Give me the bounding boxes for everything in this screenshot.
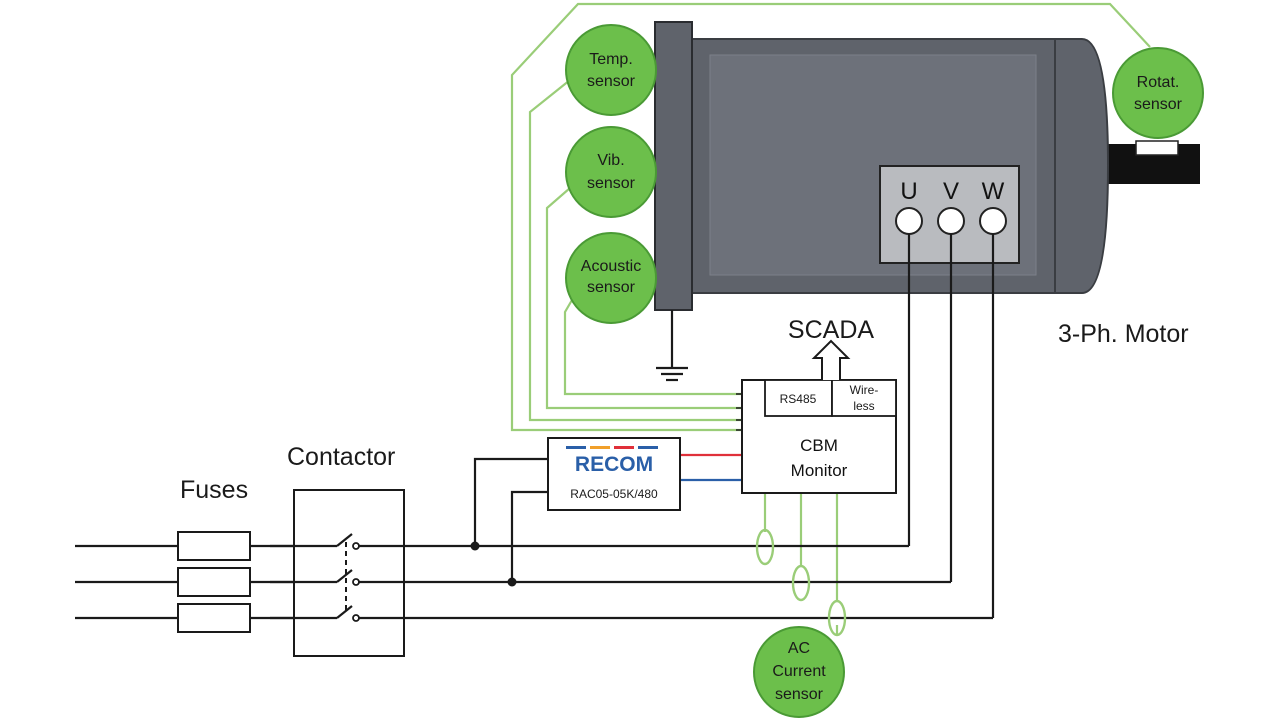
- terminal-u: [895, 207, 923, 235]
- power-supply: RECOM RAC05-05K/480: [547, 437, 681, 511]
- terminal-u-label: U: [900, 178, 917, 205]
- fuses-label: Fuses: [180, 476, 248, 504]
- motor: U V W: [654, 21, 1200, 311]
- rotat-sensor-label-2: sensor: [1134, 96, 1183, 113]
- terminal-v: [937, 207, 965, 235]
- acoustic-sensor: Acoustic sensor: [565, 232, 657, 324]
- scada-label: SCADA: [788, 316, 874, 344]
- sensor-signal-wires: [510, 2, 1151, 636]
- contactor: Contactor: [270, 443, 405, 657]
- fuse: [177, 531, 251, 561]
- vib-sensor-label-1: Vib.: [597, 152, 624, 169]
- wireless-label-line1: Wire-: [850, 383, 879, 397]
- acoustic-sensor-circle: [565, 232, 657, 324]
- acoustic-sensor-label-1: Acoustic: [581, 258, 641, 275]
- terminal-v-label: V: [943, 178, 959, 205]
- motor-end-cap: [1054, 38, 1110, 294]
- motor-flange: [654, 21, 693, 311]
- rs485-label: RS485: [780, 392, 817, 406]
- vib-sensor: Vib. sensor: [565, 126, 657, 218]
- cbm-monitor-title-line2: Monitor: [791, 461, 848, 480]
- contactor-label: Contactor: [287, 443, 395, 471]
- current-clamp: [827, 599, 847, 637]
- rotat-sensor-label-1: Rotat.: [1137, 74, 1180, 91]
- scada-arrow-icon: [811, 339, 851, 380]
- rotat-sensor-wire: [510, 2, 1151, 432]
- temp-sensor: Temp. sensor: [565, 24, 657, 116]
- temp-sensor-label-1: Temp.: [589, 51, 633, 68]
- temp-sensor-label-2: sensor: [587, 73, 636, 90]
- wireless-label-line2: less: [853, 399, 874, 413]
- terminal-w: [979, 207, 1007, 235]
- recom-logo-text: RECOM: [575, 453, 653, 476]
- current-sensor-label-1: AC: [788, 640, 810, 657]
- acoustic-sensor-wire: [563, 299, 742, 396]
- current-clamp: [791, 564, 811, 602]
- vib-sensor-label-2: sensor: [587, 175, 636, 192]
- vib-sensor-wire: [545, 187, 742, 410]
- rs485-port: [764, 379, 833, 417]
- cbm-monitor-title-line1: CBM: [800, 436, 838, 455]
- motor-label: 3-Ph. Motor: [1058, 320, 1189, 348]
- temp-sensor-wire: [528, 79, 742, 422]
- terminal-w-label: W: [982, 178, 1005, 205]
- current-sensor-label-3: sensor: [775, 686, 824, 703]
- shaft-key: [1135, 140, 1179, 156]
- fuses: Fuses: [177, 476, 251, 633]
- vib-sensor-circle: [565, 126, 657, 218]
- wireless-port: [831, 379, 897, 417]
- power-supply-model: RAC05-05K/480: [570, 487, 658, 501]
- acoustic-sensor-label-2: sensor: [587, 279, 636, 296]
- temp-sensor-circle: [565, 24, 657, 116]
- scada-uplink: SCADA: [788, 316, 874, 380]
- rotat-sensor-circle: [1112, 47, 1204, 139]
- cbm-monitor: RS485 Wire- less CBM Monitor: [736, 379, 897, 494]
- fuse: [177, 567, 251, 597]
- ground-symbol: [656, 310, 688, 382]
- current-sensor: AC Current sensor: [753, 626, 845, 718]
- current-clamp: [755, 528, 775, 566]
- current-sensor-label-2: Current: [772, 663, 826, 680]
- current-sensor-circle: [753, 626, 845, 718]
- rotat-sensor: Rotat. sensor: [1112, 47, 1204, 139]
- power-supply-box: [547, 437, 681, 511]
- fuse: [177, 603, 251, 633]
- current-clamps: [755, 528, 847, 637]
